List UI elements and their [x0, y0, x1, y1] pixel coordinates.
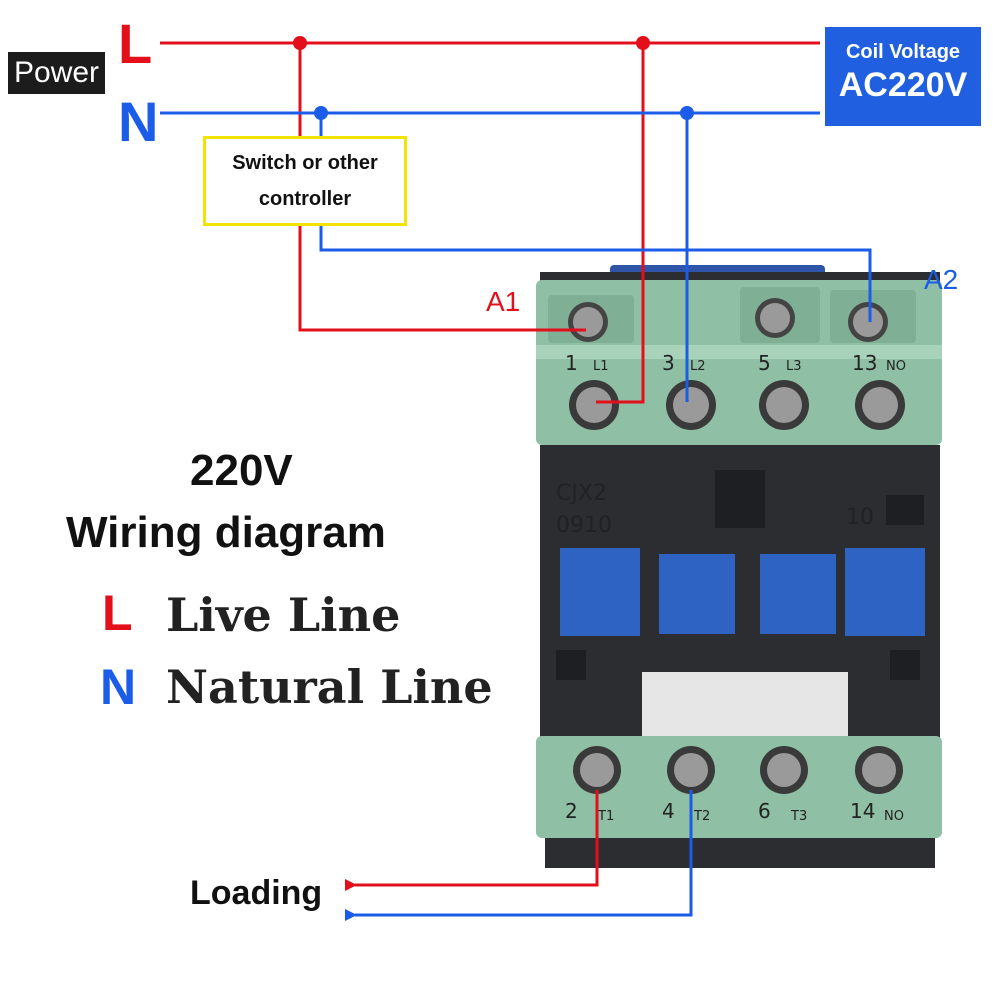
coil-voltage-label: Coil Voltage — [845, 41, 961, 63]
terminal-14-num: 14 — [850, 799, 875, 823]
model-line1: CJX2 — [556, 481, 607, 506]
screw-13-icon — [855, 380, 905, 430]
screw-a1-icon — [568, 302, 608, 342]
junction-live-1 — [293, 36, 307, 50]
aux-code: 10 — [846, 505, 874, 530]
screw-2-icon — [573, 746, 621, 794]
terminal-3-sub: L2 — [690, 359, 706, 374]
terminal-2-sub: T1 — [597, 809, 614, 824]
terminal-6-num: 6 — [758, 799, 771, 823]
legend-neutral-text: Natural Line — [166, 660, 493, 714]
legend-live-text: Live Line — [166, 588, 401, 642]
legend-live-symbol: L — [102, 585, 133, 641]
controller-box: Switch or other controller — [203, 136, 407, 226]
junctions — [293, 36, 694, 120]
top-terminal-labels: 1 L1 3 L2 5 L3 13 NO — [565, 351, 906, 375]
legend-neutral-symbol: N — [100, 659, 137, 715]
junction-neutral-2 — [680, 106, 694, 120]
terminal-5-num: 5 — [758, 351, 771, 375]
live-to-terminal1-wire — [596, 43, 645, 404]
screw-a2-icon — [848, 302, 888, 342]
screw-4-icon — [667, 746, 715, 794]
coil-voltage-value: AC220V — [838, 66, 968, 104]
screw-14-icon — [855, 746, 903, 794]
controller-line1: Switch or other — [232, 152, 378, 174]
controller-line2: controller — [258, 188, 352, 210]
neutral-symbol: N — [118, 90, 159, 153]
screw-aux-icon — [755, 298, 795, 338]
coil-voltage-box: Coil Voltage AC220V — [825, 27, 981, 126]
load-neutral-wire — [345, 790, 693, 921]
screw-5-icon — [759, 380, 809, 430]
voltage-title: 220V — [190, 446, 293, 495]
a1-label: A1 — [486, 286, 521, 317]
screw-6-icon — [760, 746, 808, 794]
loading-label: Loading — [190, 874, 323, 912]
terminal-6-sub: T3 — [790, 809, 807, 824]
model-line2: 0910 — [556, 513, 612, 538]
terminal-4-sub: T2 — [693, 809, 710, 824]
diagram-subtitle: Wiring diagram — [66, 508, 386, 557]
terminal-5-sub: L3 — [786, 359, 802, 374]
terminal-1-num: 1 — [565, 351, 578, 375]
terminal-3-num: 3 — [662, 351, 675, 375]
a2-label: A2 — [924, 264, 959, 295]
terminal-2-num: 2 — [565, 799, 578, 823]
terminal-13-num: 13 — [852, 351, 877, 375]
bottom-terminal-labels: 2 T1 4 T2 6 T3 14 NO — [565, 799, 904, 824]
screw-3-icon — [666, 380, 716, 430]
terminal-screws — [568, 298, 905, 794]
terminal-13-sub: NO — [886, 359, 906, 374]
screw-1-icon — [569, 380, 619, 430]
terminal-4-num: 4 — [662, 799, 675, 823]
terminal-14-sub: NO — [884, 809, 904, 824]
power-label: Power — [8, 52, 106, 94]
junction-neutral-1 — [314, 106, 328, 120]
terminal-1-sub: L1 — [593, 359, 609, 374]
load-live-wire — [345, 790, 599, 891]
live-symbol: L — [118, 12, 153, 75]
junction-live-2 — [636, 36, 650, 50]
